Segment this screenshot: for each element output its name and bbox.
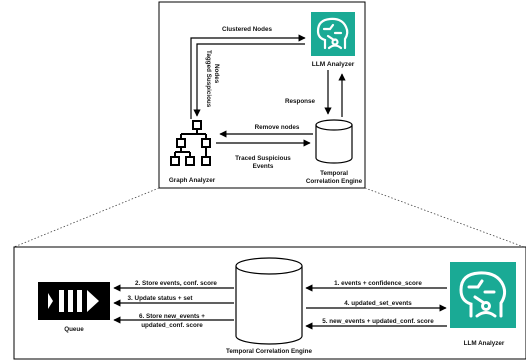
e1-label: 1. events + confidence_score [334, 280, 422, 287]
llm-analyzer-top: LLM Analyzer [311, 12, 355, 68]
e2-label: 2. Store events, conf. score [135, 280, 217, 287]
edge-clustered-nodes [190, 34, 306, 119]
traced-label-line1: Traced Suspicious [235, 155, 291, 162]
tagged-label-line2: Nodes [213, 64, 220, 84]
db-cylinder-body [315, 125, 353, 164]
db-bottom-body [235, 266, 303, 345]
db-label-line1: Temporal [320, 170, 348, 177]
database-bottom: Temporal Correlation Engine [226, 257, 312, 355]
hierarchy-icon [170, 120, 211, 166]
db-cylinder-top [315, 119, 353, 131]
llm-label-top: LLM Analyzer [312, 61, 355, 68]
clustered-nodes-label: Clustered Nodes [222, 26, 273, 33]
zoom-line-right [364, 187, 525, 248]
graph-analyzer: Graph Analyzer [169, 120, 216, 184]
db-label-line2: Correlation Engine [306, 178, 363, 185]
llm-bottom-label: LLM Analyzer [464, 340, 505, 347]
e6-label-line1: 6. Store new_events + [139, 313, 205, 320]
zoom-line-left [13, 187, 160, 248]
traced-label-line2: Events [253, 163, 274, 170]
tagged-label-line1: Tagged Suspicious [205, 50, 212, 108]
queue-label: Queue [64, 326, 84, 333]
e5-label: 5. new_events + updated_conf. score [322, 318, 434, 325]
edge-tagged-nodes [193, 43, 305, 117]
db-bottom-top [235, 257, 303, 275]
response-label: Response [285, 98, 316, 105]
remove-nodes-label: Remove nodes [255, 124, 300, 131]
e6-label-line2: updated_conf. score [141, 322, 203, 329]
db-bottom-label: Temporal Correlation Engine [226, 348, 312, 355]
e4-label: 4. updated_set_events [344, 300, 412, 307]
e3-label: 3. Update status + set [128, 295, 194, 302]
llm-analyzer-bottom: LLM Analyzer [450, 262, 516, 347]
graph-analyzer-label: Graph Analyzer [169, 177, 216, 184]
database-top: Temporal Correlation Engine [306, 119, 363, 185]
queue: Queue [38, 282, 110, 333]
